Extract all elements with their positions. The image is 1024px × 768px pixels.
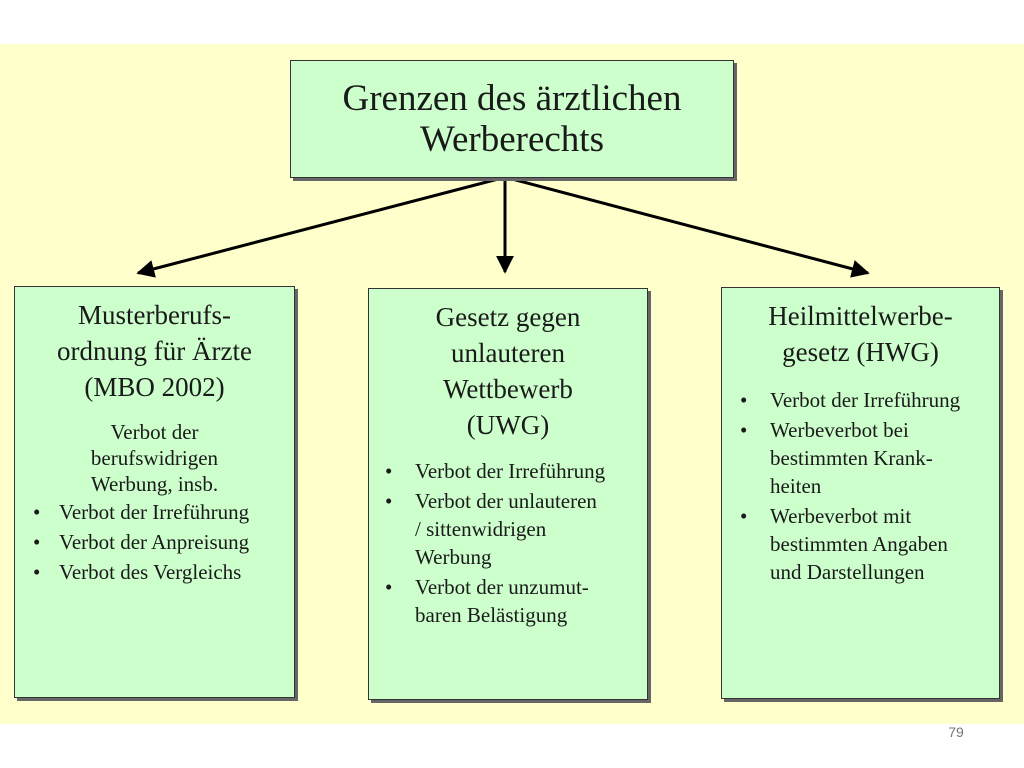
mbo-bullet: • Verbot des Vergleichs xyxy=(33,557,286,587)
root-box: Grenzen des ärztlichen Werberechts xyxy=(290,60,734,178)
bullet-icon: • xyxy=(385,489,393,513)
hwg-bullet: • Werbeverbot bei bestimmten Krank- heite… xyxy=(740,416,991,500)
bullet-icon: • xyxy=(33,530,41,554)
mbo-box: Musterberufs- ordnung für Ärzte (MBO 200… xyxy=(14,286,295,698)
bullet-icon: • xyxy=(385,459,393,483)
bullet-icon: • xyxy=(740,418,748,442)
mbo-bullet: • Verbot der Anpreisung xyxy=(33,527,286,557)
uwg-bullet: • Verbot der Irreführung xyxy=(385,457,639,485)
hwg-bullet: • Werbeverbot mit bestimmten Angaben und … xyxy=(740,502,991,586)
mbo-intro: Verbot der berufswidrigen Werbung, insb. xyxy=(90,420,219,496)
bullet-icon: • xyxy=(740,388,748,412)
page-number: 79 xyxy=(948,724,964,740)
arrow-to-right xyxy=(507,176,870,278)
bullet-icon: • xyxy=(385,575,393,599)
root-title-line-1: Grenzen des ärztlichen xyxy=(342,78,682,119)
mbo-bullet: • Verbot der Irreführung xyxy=(33,497,286,527)
uwg-bullet-text: Verbot der Irreführung xyxy=(415,459,606,483)
hwg-bullet-text: Werbeverbot bei bestimmten Krank- heiten xyxy=(770,418,933,498)
arrow-to-left xyxy=(136,176,503,278)
uwg-heading: Gesetz gegen unlauteren Wettbewerb (UWG) xyxy=(435,302,581,440)
hwg-box: Heilmittelwerbe- gesetz (HWG) • Verbot de… xyxy=(721,287,1000,699)
hwg-bullet: • Verbot der Irreführung xyxy=(740,386,991,414)
hwg-bullet-text: Werbeverbot mit bestimmten Angaben und D… xyxy=(770,504,948,584)
uwg-bullet-text: Verbot der unzumut- baren Belästigung xyxy=(415,575,589,627)
bullet-icon: • xyxy=(33,560,41,584)
bullet-icon: • xyxy=(33,500,41,524)
root-title-line-2: Werberechts xyxy=(420,119,604,160)
mbo-bullet-text: Verbot der Anpreisung xyxy=(59,530,250,554)
mbo-heading: Musterberufs- ordnung für Ärzte (MBO 200… xyxy=(57,300,252,402)
hwg-heading: Heilmittelwerbe- gesetz (HWG) xyxy=(768,301,953,367)
mbo-bullet-text: Verbot des Vergleichs xyxy=(59,560,242,584)
uwg-bullet-text: Verbot der unlauteren / sittenwidrigen W… xyxy=(415,489,597,569)
uwg-bullet: • Verbot der unlauteren / sittenwidrigen … xyxy=(385,487,639,571)
uwg-box: Gesetz gegen unlauteren Wettbewerb (UWG)… xyxy=(368,288,648,700)
bullet-icon: • xyxy=(740,504,748,528)
hwg-bullet-text: Verbot der Irreführung xyxy=(770,388,961,412)
uwg-bullet: • Verbot der unzumut- baren Belästigung xyxy=(385,573,639,629)
mbo-bullet-text: Verbot der Irreführung xyxy=(59,500,250,524)
